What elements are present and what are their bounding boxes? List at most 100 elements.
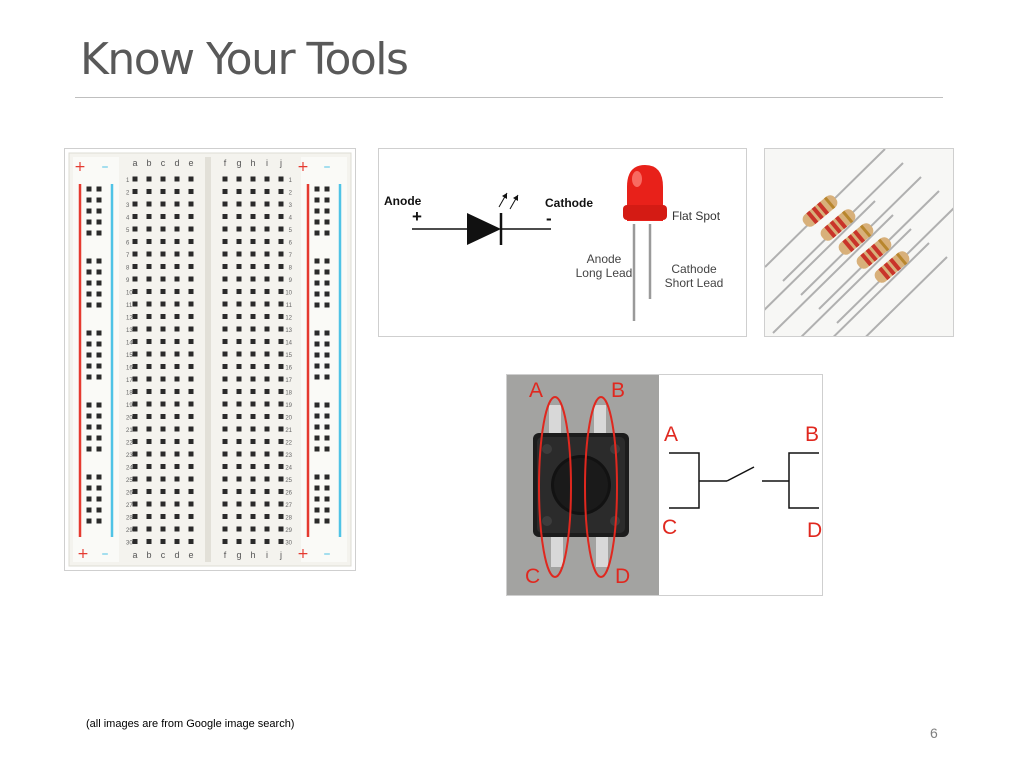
rail-hole: [314, 413, 320, 419]
column-label-i-bottom: i: [266, 550, 268, 560]
row-number-25-right: 25: [285, 478, 292, 484]
rail-hole: [324, 230, 330, 236]
row-number-10-left: 10: [126, 291, 133, 297]
rail-hole: [96, 280, 102, 286]
led-diagram: Anode + Cathode - Flat Spot Anode Long L…: [378, 148, 747, 337]
terminal-hole: [160, 214, 166, 219]
switch-schematic-icon: A B C D: [662, 423, 822, 542]
terminal-hole: [236, 214, 242, 219]
terminal-hole: [188, 539, 194, 544]
terminal-hole: [222, 176, 228, 182]
row-number-22-left: 22: [126, 441, 133, 447]
title-divider: [75, 97, 943, 98]
row-number-7-right: 7: [289, 253, 293, 259]
rail-hole: [96, 485, 102, 491]
rail-hole: [96, 496, 102, 502]
rail-hole: [96, 352, 102, 358]
terminal-hole: [174, 189, 180, 194]
terminal-hole: [236, 301, 242, 307]
rail-hole: [324, 280, 330, 286]
terminal-hole: [236, 176, 242, 182]
rail-hole: [86, 186, 92, 192]
terminal-hole: [278, 276, 284, 282]
rail-hole: [324, 413, 330, 419]
terminal-hole: [160, 326, 166, 332]
terminal-hole: [174, 289, 180, 294]
terminal-hole: [236, 189, 242, 194]
terminal-hole: [236, 489, 242, 494]
rail-hole: [324, 258, 330, 264]
row-number-20-right: 20: [285, 416, 292, 422]
terminal-hole: [264, 364, 270, 369]
column-label-f-bottom: f: [224, 550, 227, 560]
terminal-hole: [264, 276, 270, 282]
terminal-hole: [236, 251, 242, 257]
terminal-hole: [264, 226, 270, 232]
terminal-hole: [160, 451, 166, 457]
terminal-hole: [236, 389, 242, 394]
terminal-hole: [222, 364, 228, 369]
rail-hole: [86, 507, 92, 513]
terminal-hole: [132, 476, 138, 482]
terminal-hole: [278, 351, 284, 357]
rail-hole: [86, 435, 92, 441]
rail-hole: [86, 258, 92, 264]
rail-hole: [86, 446, 92, 452]
terminal-hole: [146, 401, 152, 407]
terminal-hole: [264, 439, 270, 444]
terminal-hole: [264, 526, 270, 532]
terminal-hole: [132, 314, 138, 319]
terminal-hole: [236, 339, 242, 344]
terminal-hole: [146, 514, 152, 519]
terminal-hole: [160, 414, 166, 419]
terminal-hole: [250, 264, 256, 269]
terminal-hole: [174, 301, 180, 307]
terminal-hole: [146, 176, 152, 182]
terminal-hole: [222, 289, 228, 294]
terminal-hole: [278, 464, 284, 469]
terminal-hole: [250, 376, 256, 382]
rail-hole: [324, 474, 330, 480]
terminal-hole: [264, 401, 270, 407]
terminal-hole: [188, 339, 194, 344]
rail-hole: [96, 363, 102, 369]
rail-hole: [96, 186, 102, 192]
terminal-hole: [236, 376, 242, 382]
terminal-hole: [250, 539, 256, 544]
rail-hole: [314, 496, 320, 502]
rail-hole: [314, 424, 320, 430]
terminal-hole: [174, 276, 180, 282]
terminal-hole: [264, 239, 270, 244]
column-label-h-bottom: h: [250, 550, 255, 560]
rail-hole: [96, 374, 102, 380]
terminal-hole: [236, 426, 242, 432]
push-button-diagram: A B C D A B C D: [506, 374, 823, 596]
red-led-icon: [623, 165, 667, 321]
terminal-hole: [146, 251, 152, 257]
terminal-hole: [250, 476, 256, 482]
column-label-b-top: b: [146, 158, 151, 168]
terminal-hole: [236, 501, 242, 507]
terminal-hole: [188, 501, 194, 507]
terminal-hole: [222, 189, 228, 194]
terminal-hole: [174, 226, 180, 232]
terminal-hole: [146, 351, 152, 357]
terminal-hole: [160, 226, 166, 232]
column-label-a-top: a: [132, 158, 137, 168]
terminal-hole: [264, 489, 270, 494]
terminal-hole: [188, 226, 194, 232]
terminal-hole: [132, 201, 138, 207]
terminal-hole: [250, 314, 256, 319]
terminal-hole: [188, 326, 194, 332]
terminal-hole: [222, 464, 228, 469]
terminal-hole: [278, 176, 284, 182]
terminal-hole: [160, 339, 166, 344]
terminal-hole: [174, 239, 180, 244]
terminal-hole: [160, 489, 166, 494]
row-number-1-left: 1: [126, 178, 130, 184]
terminal-hole: [146, 226, 152, 232]
terminal-hole: [236, 401, 242, 407]
row-number-30-right: 30: [285, 541, 292, 547]
terminal-hole: [146, 201, 152, 207]
row-number-4-right: 4: [289, 216, 293, 222]
